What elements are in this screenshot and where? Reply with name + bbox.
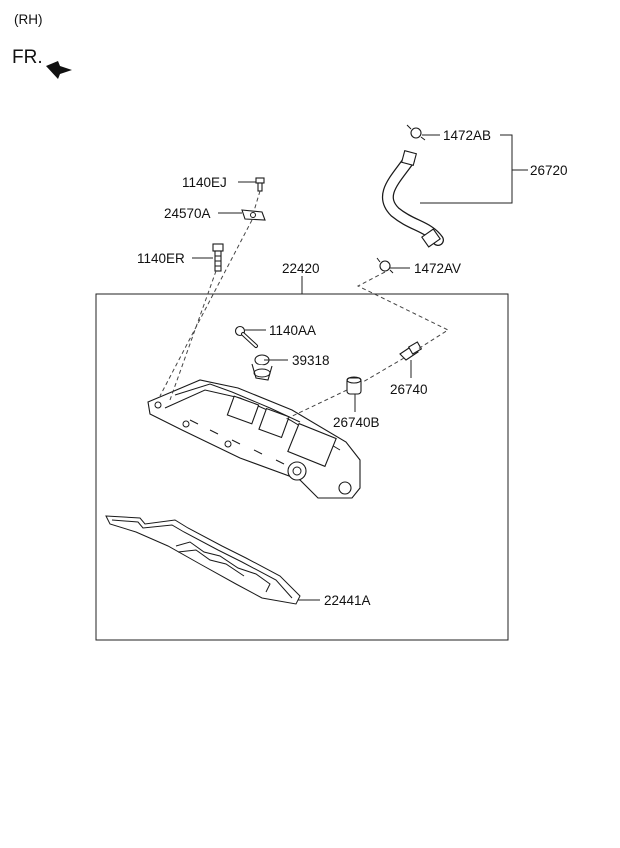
stud-bolt-1140er-icon	[212, 243, 224, 272]
part-label-1472av: 1472AV	[414, 261, 461, 276]
part-label-24570a: 24570A	[164, 206, 211, 221]
bracket-24570a-icon	[241, 209, 266, 221]
front-arrow-icon	[46, 61, 72, 79]
leader-26720	[500, 134, 528, 204]
part-label-22441a: 22441A	[324, 593, 371, 608]
part-label-1140er: 1140ER	[137, 251, 185, 266]
part-label-1472ab: 1472AB	[443, 128, 491, 143]
bolt-1140ej-icon	[255, 177, 265, 192]
cap-39318-icon	[251, 354, 273, 381]
part-label-1140aa: 1140AA	[269, 323, 316, 338]
grommet-26740b-icon	[346, 376, 362, 395]
assembly-line-stud	[169, 270, 217, 401]
bolt-1140aa-icon	[234, 325, 258, 348]
side-label: (RH)	[14, 12, 43, 27]
part-label-39318: 39318	[292, 353, 330, 368]
assembly-line-bracket	[159, 219, 253, 397]
hose-clamp-upper-icon	[406, 124, 426, 141]
hose-clamp-lower-icon	[376, 257, 394, 274]
assembly-line-bolt	[253, 190, 261, 212]
breather-hose	[381, 149, 444, 248]
gasket-22441a-icon	[105, 515, 301, 605]
rocker-cover-22420-icon	[147, 379, 361, 499]
assembly-line-grommet	[283, 389, 348, 421]
assembly-line-valve	[362, 357, 405, 383]
part-label-26740: 26740	[390, 382, 428, 397]
front-direction-label: FR.	[12, 47, 43, 68]
part-label-26720: 26720	[530, 163, 568, 178]
pcv-valve-26740-icon	[399, 341, 423, 361]
part-label-26740b: 26740B	[333, 415, 380, 430]
assembly-line-clamp	[356, 271, 450, 350]
part-label-1140ej: 1140EJ	[182, 175, 227, 190]
part-label-22420: 22420	[282, 261, 320, 276]
